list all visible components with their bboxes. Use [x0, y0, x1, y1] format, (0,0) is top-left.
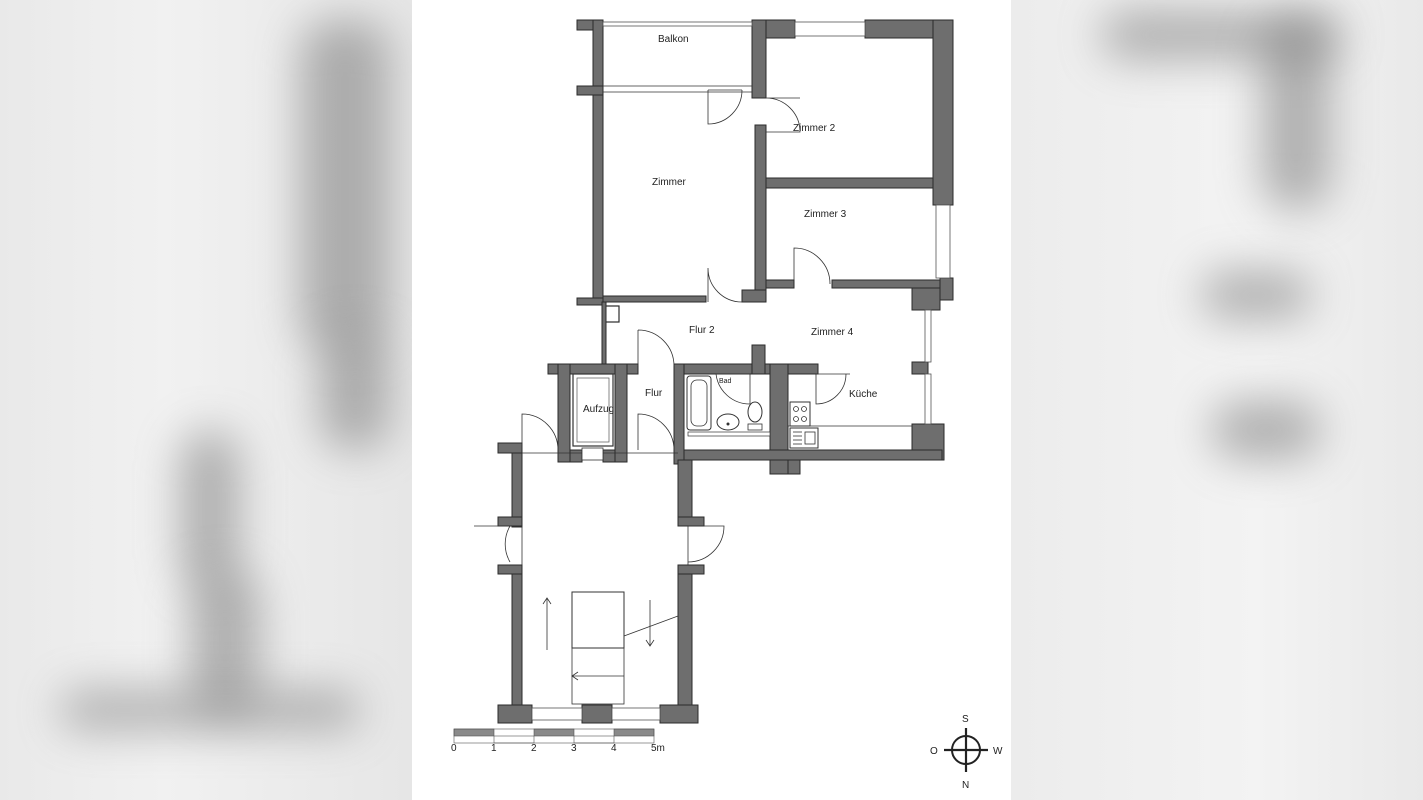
compass-north: N: [962, 780, 969, 791]
walls: [497, 19, 954, 724]
scale-segment: [613, 728, 655, 737]
label-zimmer: Zimmer: [652, 177, 687, 188]
label-zimmer-4: Zimmer 4: [811, 327, 854, 338]
scale-label: 2: [531, 743, 537, 754]
scale-frame: [453, 728, 655, 744]
fixtures: [572, 373, 819, 461]
floor-plan-sheet: Balkon Zimmer 2 Zimmer Zimmer 3 Flur 2 Z…: [412, 0, 1011, 800]
doors: [474, 89, 850, 563]
scale-label: 1: [491, 743, 497, 754]
staircase: [542, 591, 679, 705]
stove: [789, 401, 811, 427]
kitchen-sink: [789, 427, 819, 449]
toilet: [747, 401, 763, 423]
scale-label: 5m: [651, 743, 665, 754]
label-balkon: Balkon: [658, 34, 689, 45]
bathtub: [686, 375, 712, 431]
scale-segment: [493, 735, 535, 744]
blurred-background-left: [0, 0, 412, 800]
scale-segment: [573, 735, 615, 744]
compass-west: W: [993, 746, 1003, 757]
label-bad: Bad: [719, 378, 732, 385]
scale-segment: [453, 728, 495, 737]
compass: S N O W: [930, 714, 1003, 791]
scale-label: 4: [611, 743, 617, 754]
blurred-background-right: [1011, 0, 1423, 800]
scale-label: 3: [571, 743, 577, 754]
label-flur-2: Flur 2: [689, 325, 715, 336]
room-labels: Balkon Zimmer 2 Zimmer Zimmer 3 Flur 2 Z…: [583, 34, 878, 415]
scale-segment: [533, 728, 575, 737]
floor-plan: Balkon Zimmer 2 Zimmer Zimmer 3 Flur 2 Z…: [451, 19, 1003, 791]
compass-south: S: [962, 714, 969, 725]
elevator-cab: [572, 373, 614, 447]
label-flur: Flur: [645, 388, 663, 399]
sink: [716, 413, 740, 431]
compass-east: O: [930, 746, 938, 757]
label-kueche: Küche: [849, 389, 878, 400]
scale-label: 0: [451, 743, 457, 754]
label-zimmer-2: Zimmer 2: [793, 123, 836, 134]
label-aufzug: Aufzug: [583, 404, 614, 415]
scale-bar: 0 1 2 3 4 5m: [451, 728, 665, 754]
label-zimmer-3: Zimmer 3: [804, 209, 847, 220]
